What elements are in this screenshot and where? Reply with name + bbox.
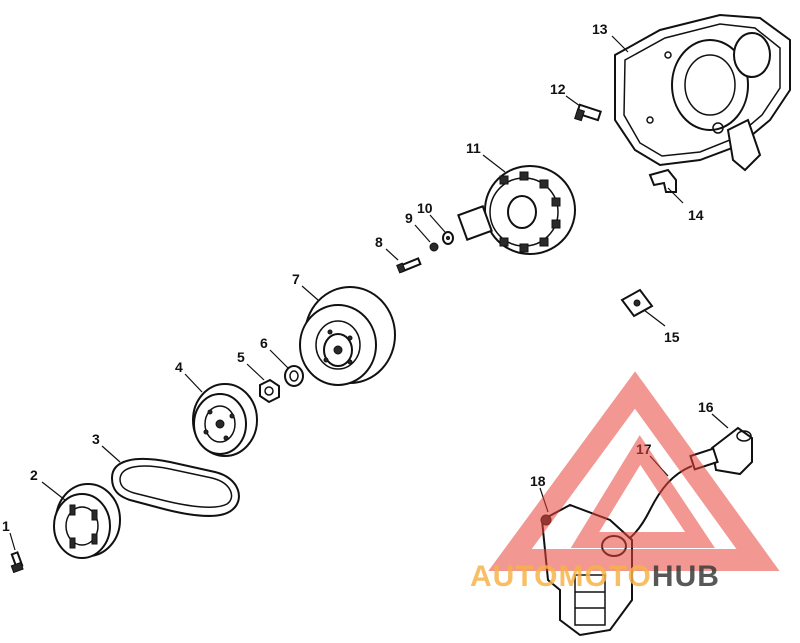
watermark-text-automoto: AUTOMOTO <box>470 560 652 593</box>
part-15-clip <box>620 288 654 318</box>
callout-3: 3 <box>92 431 100 447</box>
callout-7: 7 <box>292 271 300 287</box>
part-6-washer <box>284 365 304 387</box>
part-14-elbow-fitting <box>648 168 677 193</box>
callout-6: 6 <box>260 335 268 351</box>
part-16-spark-plug-cap <box>689 426 753 476</box>
part-7-flywheel <box>299 286 396 386</box>
callout-numbers: 1 2 3 4 5 6 7 8 9 10 11 12 13 14 15 16 1… <box>2 21 714 534</box>
part-11-stator <box>457 165 576 255</box>
callout-16: 16 <box>698 399 714 415</box>
part-8-screw <box>396 257 422 274</box>
callout-4: 4 <box>175 359 183 375</box>
part-2-driven-pulley <box>53 483 121 559</box>
callout-18: 18 <box>530 473 546 489</box>
watermark-text: AUTOMOTOHUB <box>470 560 720 594</box>
watermark-text-hub: HUB <box>651 560 720 593</box>
part-10-washer <box>442 231 454 245</box>
part-5-nut <box>259 378 280 404</box>
callout-8: 8 <box>375 234 383 250</box>
part-13-housing <box>614 13 791 172</box>
part-4-drive-pulley <box>192 383 258 457</box>
watermark-logo-icon <box>488 371 780 571</box>
callout-1: 1 <box>2 518 10 534</box>
part-9-nut <box>429 242 439 252</box>
callout-14: 14 <box>688 207 704 223</box>
callout-13: 13 <box>592 21 608 37</box>
callout-5: 5 <box>237 349 245 365</box>
callout-10: 10 <box>417 200 433 216</box>
part-1-bolt <box>10 551 24 574</box>
part-12-bolt <box>574 103 602 122</box>
callout-11: 11 <box>466 140 481 156</box>
callout-15: 15 <box>664 329 680 345</box>
callout-9: 9 <box>405 210 413 226</box>
callout-12: 12 <box>550 81 566 97</box>
callout-2: 2 <box>30 467 38 483</box>
part-3-drive-belt <box>110 458 240 517</box>
